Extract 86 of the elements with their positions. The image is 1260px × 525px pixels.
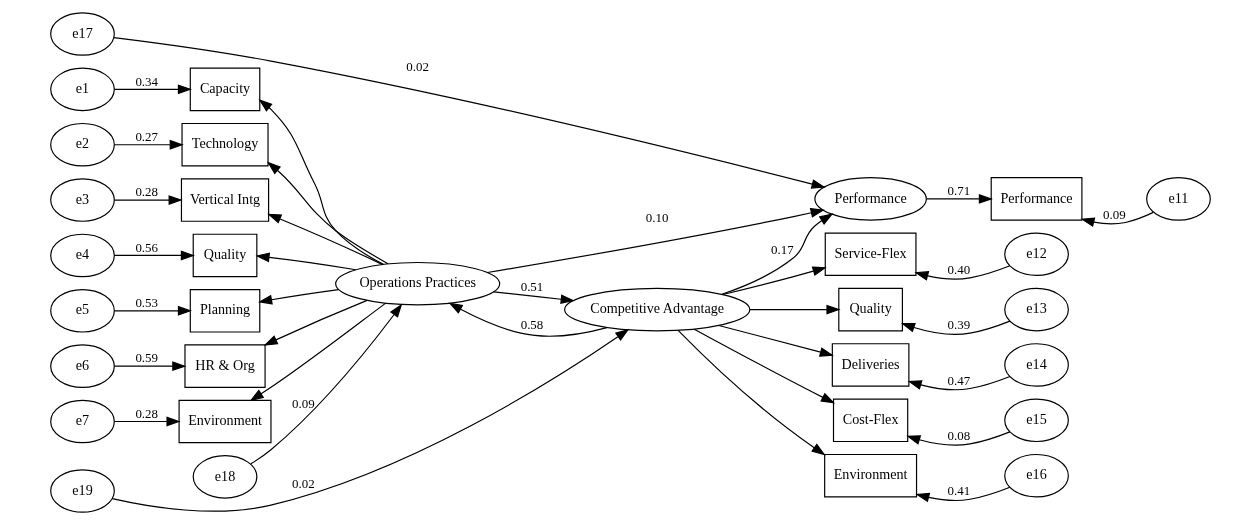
arrow <box>112 37 826 189</box>
arrow <box>748 304 841 315</box>
arrow <box>913 265 1010 281</box>
node-ellipse: e3 <box>49 178 115 222</box>
arrow <box>720 213 833 295</box>
node-ellipse: e15 <box>1003 398 1069 443</box>
node-ellipse: Operations Practices <box>334 261 500 306</box>
arrow <box>1079 211 1154 228</box>
node-ellipse: e2 <box>49 122 115 167</box>
arrow <box>113 305 192 316</box>
edge-label: 0.09 <box>1102 206 1126 222</box>
node-ellipse: Competitive Advantage <box>563 287 750 332</box>
arrow <box>900 320 1010 335</box>
arrow <box>486 208 825 274</box>
arrow <box>113 416 181 427</box>
node-box: Vertical Intg <box>180 178 269 222</box>
node-box: Performance <box>990 177 1082 221</box>
node-box: Cost-Flex <box>832 398 908 443</box>
arrow <box>266 213 383 265</box>
node-box: Quality <box>192 233 257 278</box>
arrow <box>111 328 629 512</box>
node-ellipse: e13 <box>1003 287 1069 332</box>
node-box: Deliveries <box>831 343 909 387</box>
node-box: Quality <box>837 287 903 332</box>
node-ellipse: e7 <box>49 399 115 444</box>
edge-label: 0.47 <box>947 372 970 388</box>
edge-label: 0.39 <box>947 317 970 333</box>
node-box: HR & Org <box>183 344 266 388</box>
arrow <box>113 250 195 261</box>
edge-label: 0.51 <box>520 278 543 294</box>
edge-label: 0.34 <box>134 73 158 89</box>
node-ellipse: e4 <box>49 233 115 278</box>
node-ellipse: e19 <box>49 469 115 513</box>
node-ellipse: e5 <box>49 289 115 333</box>
node-ellipse: e14 <box>1003 343 1069 387</box>
node-ellipse: e6 <box>49 344 115 388</box>
node-ellipse: e18 <box>192 455 257 499</box>
arrow <box>249 302 386 402</box>
edge-label: 0.27 <box>134 128 158 144</box>
edge-label: 0.56 <box>134 239 158 255</box>
node-ellipse: e12 <box>1003 232 1069 277</box>
arrow <box>113 84 192 95</box>
arrow <box>925 193 993 204</box>
edge-label: 0.40 <box>947 262 970 278</box>
edge-label: 0.71 <box>947 183 970 199</box>
edge-label: 0.10 <box>645 210 669 226</box>
arrow <box>257 289 339 305</box>
arrow <box>263 299 368 346</box>
arrow <box>914 486 1010 503</box>
edge-label: 0.09 <box>291 396 315 412</box>
edge-label: 0.02 <box>291 476 315 492</box>
node-box: Environment <box>178 399 272 444</box>
arrow <box>254 252 356 271</box>
arrow <box>113 195 183 206</box>
arrow <box>905 431 1010 446</box>
node-box: Service-Flex <box>824 232 917 277</box>
edge-label: 0.58 <box>520 317 543 333</box>
edge-label: 0.08 <box>947 428 970 444</box>
node-ellipse: e17 <box>49 12 115 56</box>
node-ellipse: e11 <box>1145 177 1211 221</box>
edge-label: 0.53 <box>134 295 158 311</box>
arrow <box>492 291 575 305</box>
edge-label: 0.28 <box>134 405 158 421</box>
node-ellipse: e16 <box>1003 453 1069 498</box>
arrow <box>249 303 402 465</box>
node-box: Technology <box>180 122 269 167</box>
arrow <box>113 139 184 150</box>
arrow <box>693 328 835 404</box>
node-box: Environment <box>823 453 917 498</box>
edge-label: 0.02 <box>405 59 429 75</box>
arrow <box>907 375 1010 391</box>
arrow <box>448 302 608 337</box>
arrow <box>677 329 826 456</box>
arrow <box>717 324 834 357</box>
arrow <box>257 99 384 265</box>
node-ellipse: e1 <box>49 67 115 112</box>
edge-label: 0.28 <box>134 184 158 200</box>
arrow <box>266 161 389 265</box>
node-ellipse: Performance <box>813 177 927 221</box>
node-box: Capacity <box>189 67 260 112</box>
arrow <box>721 266 827 296</box>
arrow <box>113 361 186 372</box>
edge-label: 0.59 <box>134 350 158 366</box>
node-box: Planning <box>189 289 260 333</box>
edge-label: 0.17 <box>770 242 794 258</box>
edge-label: 0.41 <box>947 483 970 499</box>
